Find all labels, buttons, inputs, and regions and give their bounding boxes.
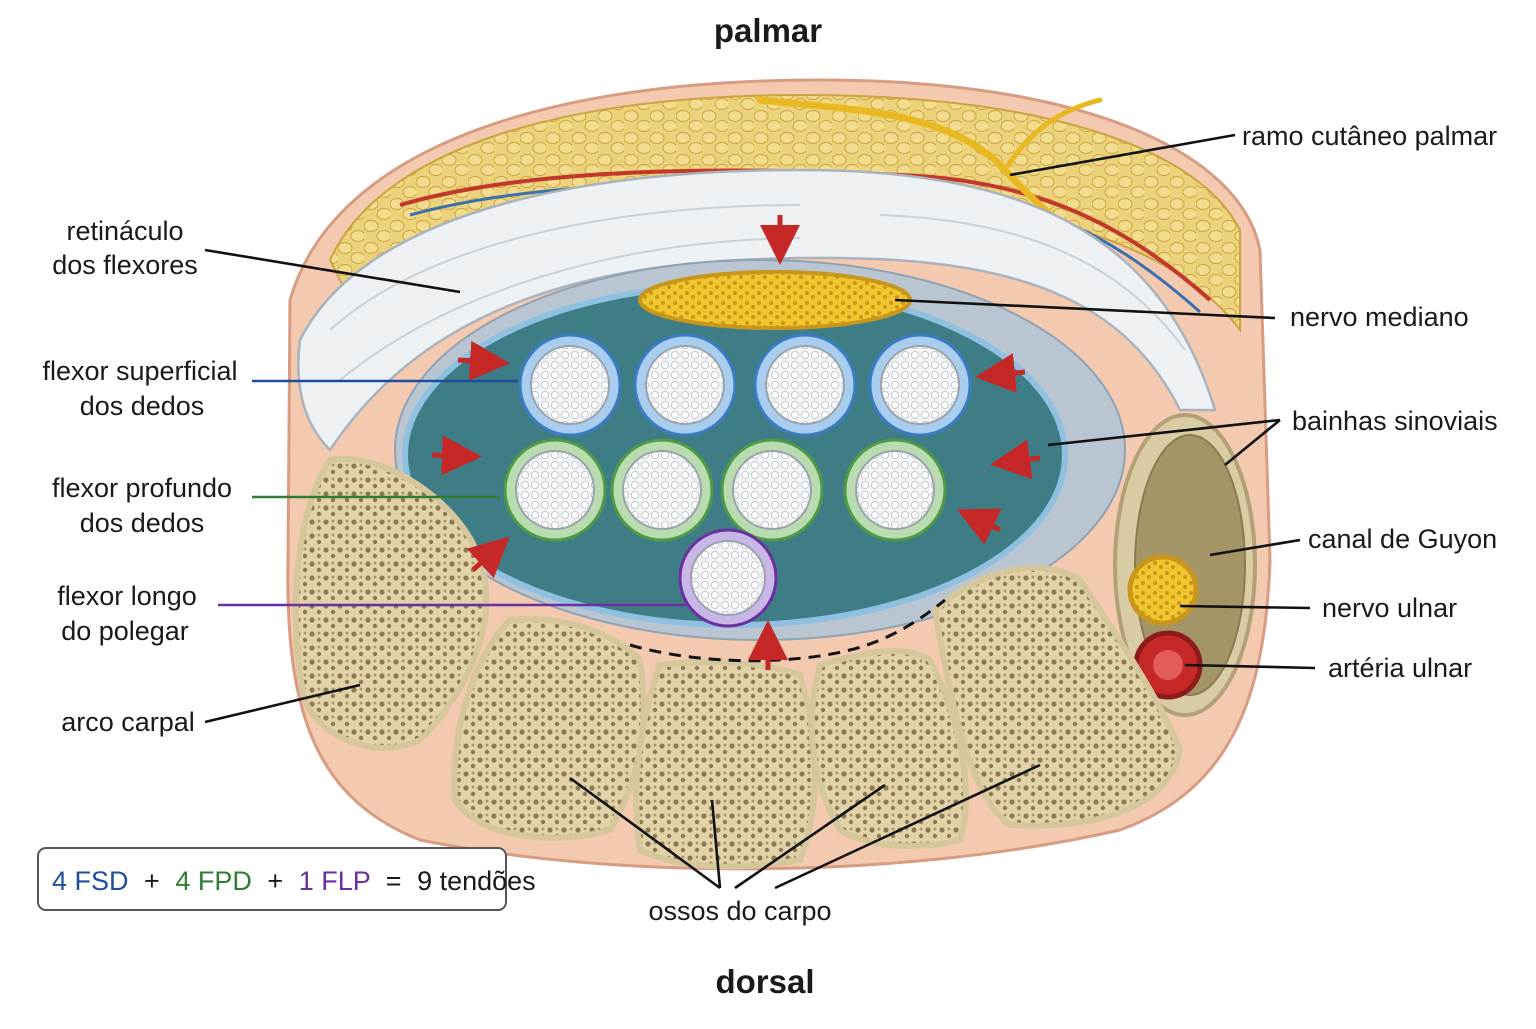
leader-osso-4 — [774, 763, 1041, 890]
label-flp-2: do polegar — [61, 616, 189, 646]
label-fsd-2: dos dedos — [80, 391, 205, 421]
fpd-tendon-3 — [720, 438, 824, 542]
leader-ramo-cutaneo — [1009, 133, 1236, 177]
leader-nervo-ulnar — [1179, 604, 1311, 610]
arrow-left-2 — [431, 435, 482, 476]
tendon-count-legend: 4 FSD + 4 FPD + 1 FLP = 9 tendões — [37, 847, 536, 911]
leader-bainhas-a — [1047, 418, 1281, 447]
legend-frame — [37, 847, 507, 911]
leader-osso-1 — [569, 776, 721, 890]
fsd-tendon-2 — [633, 333, 737, 437]
leader-arco-carpal — [204, 683, 361, 724]
label-retinaculo-1: retináculo — [66, 216, 183, 246]
fpd-tendon-2 — [610, 438, 714, 542]
flexor-retinaculum — [297, 168, 1217, 452]
label-canal-guyon: canal de Guyon — [1308, 524, 1497, 554]
label-nervo-mediano: nervo mediano — [1290, 302, 1469, 332]
carpal-bone-4 — [808, 648, 969, 849]
leader-canal-guyon — [1209, 538, 1301, 557]
label-flp-1: flexor longo — [57, 581, 197, 611]
label-ramo-cutaneo: ramo cutâneo palmar — [1242, 121, 1497, 151]
leader-osso-2 — [710, 799, 722, 889]
retinaculum-fibers — [329, 204, 1186, 381]
fpd-tendon-1 — [503, 438, 607, 542]
legend-plus-1: + — [144, 866, 160, 896]
legend-fsd: 4 FSD — [52, 866, 129, 896]
carpal-bone-3 — [633, 659, 818, 870]
legend-flp: 1 FLP — [299, 866, 371, 896]
legend-fpd: 4 FPD — [175, 866, 252, 896]
ulnar-nerve — [1127, 554, 1199, 626]
arrow-left-3 — [466, 536, 510, 579]
label-bainhas: bainhas sinoviais — [1292, 406, 1498, 436]
tendon-group — [503, 333, 972, 628]
arrow-right-3 — [956, 508, 1002, 545]
legend-line: 4 FSD + 4 FPD + 1 FLP = 9 tendões — [52, 866, 536, 896]
leader-retinaculo — [204, 248, 461, 294]
label-arco-carpal: arco carpal — [61, 707, 195, 737]
label-retinaculo-2: dos flexores — [52, 250, 198, 280]
label-fpd-1: flexor profundo — [52, 473, 232, 503]
label-nervo-ulnar: nervo ulnar — [1322, 593, 1457, 623]
legend-plus-2: + — [267, 866, 283, 896]
fsd-tendon-4 — [868, 333, 972, 437]
label-ossos-carpo: ossos do carpo — [648, 896, 831, 926]
legend-equals: = — [386, 866, 402, 896]
compression-arrows — [431, 215, 1041, 670]
fsd-tendon-3 — [753, 333, 857, 437]
label-arteria-ulnar: artéria ulnar — [1328, 653, 1472, 683]
median-nerve — [638, 270, 912, 330]
orientation-top: palmar — [714, 12, 822, 49]
legend-total: 9 tendões — [417, 866, 536, 896]
leader-bainhas-b — [1224, 418, 1281, 467]
ulnar-artery-lumen — [1153, 650, 1183, 680]
arrow-right-1 — [975, 353, 1026, 393]
fpd-tendon-4 — [843, 438, 947, 542]
leader-arteria-ulnar — [1184, 663, 1316, 670]
carpal-bone-1 — [292, 455, 490, 751]
arrow-right-2 — [990, 439, 1041, 480]
guyon-canal-inner — [1134, 434, 1246, 696]
leader-osso-3 — [734, 783, 886, 890]
arrow-left-1 — [457, 340, 510, 381]
label-fsd-1: flexor superficial — [42, 356, 237, 386]
fsd-tendon-1 — [518, 333, 622, 437]
flp-tendon — [678, 528, 778, 628]
palmar-cutaneous-branch-2 — [1002, 97, 1103, 173]
orientation-bottom: dorsal — [715, 963, 814, 1000]
label-fpd-2: dos dedos — [80, 508, 205, 538]
carpal-bone-2 — [451, 616, 647, 841]
leader-nervo-mediano — [894, 298, 1276, 320]
carpal-arch-dashes — [629, 598, 946, 663]
carpal-bone-5 — [931, 564, 1184, 829]
